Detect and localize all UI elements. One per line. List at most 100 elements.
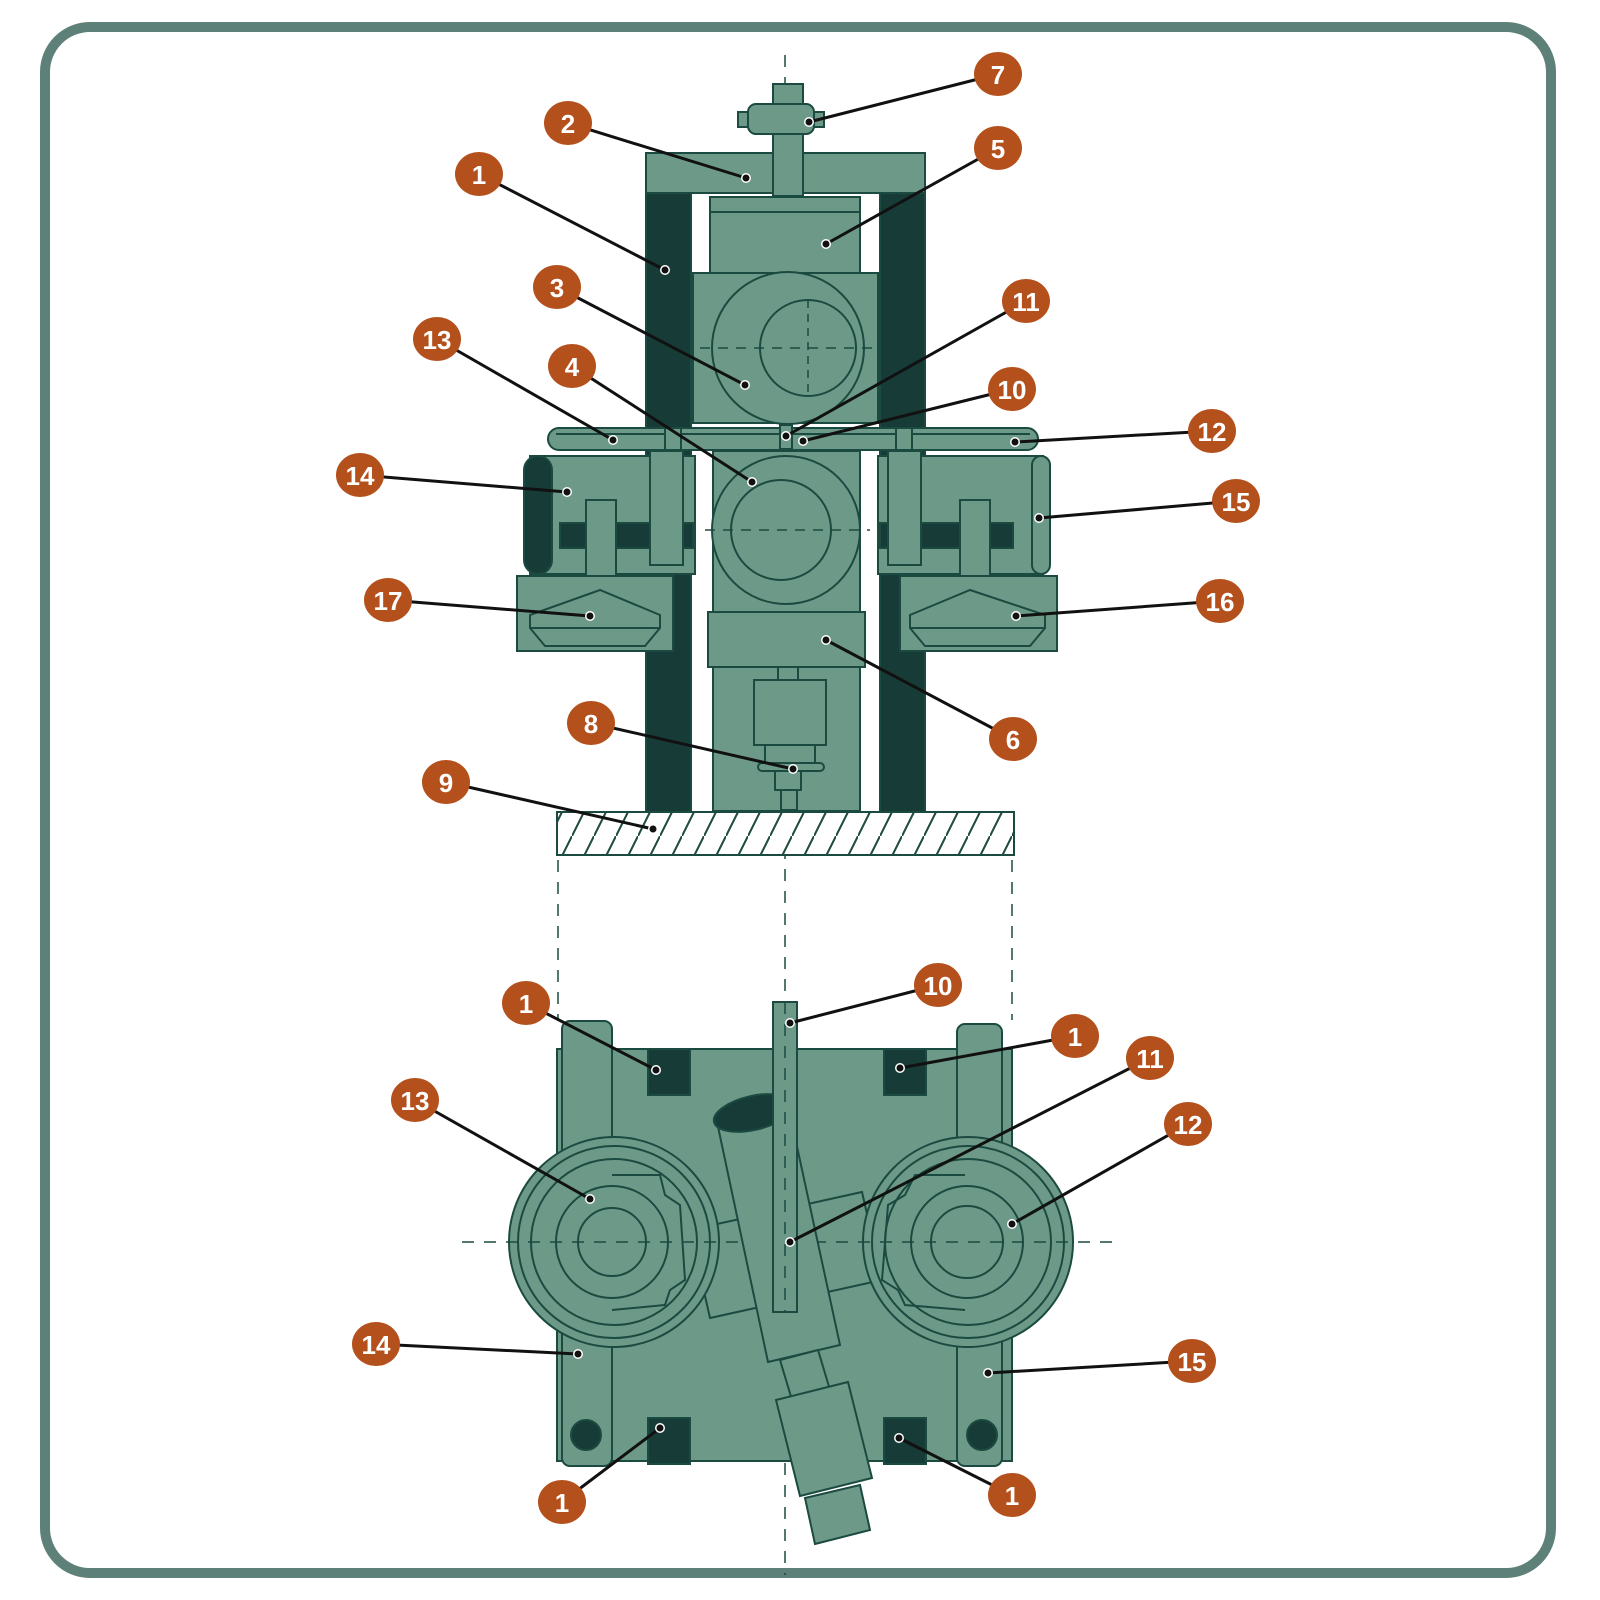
callout-leader-line bbox=[359, 473, 568, 494]
callout-badge bbox=[1196, 579, 1244, 623]
adjusting-screw bbox=[772, 83, 804, 197]
upper-block bbox=[709, 196, 861, 274]
top-view-callout: 17 bbox=[364, 578, 595, 622]
callout-badge bbox=[548, 344, 596, 388]
callout-leader-line bbox=[1038, 499, 1237, 520]
callout-number: 10 bbox=[924, 971, 953, 1001]
callout-anchor-dot bbox=[661, 266, 669, 274]
callout-anchor-dot bbox=[748, 478, 756, 486]
callout-anchor-dot bbox=[782, 432, 790, 440]
callout-number: 15 bbox=[1178, 1347, 1207, 1377]
callout-number: 9 bbox=[439, 768, 453, 798]
bottom-view-callout: 1 bbox=[538, 1423, 665, 1524]
bottom-view-callout: 1 bbox=[894, 1433, 1036, 1517]
callout-anchor-dot bbox=[742, 174, 750, 182]
callout-anchor-dot bbox=[741, 381, 749, 389]
bottom-view-callout: 11 bbox=[785, 1036, 1174, 1247]
callout-anchor-dot bbox=[822, 636, 830, 644]
top-view-callout: 15 bbox=[1034, 479, 1260, 523]
callout-badge bbox=[974, 126, 1022, 170]
callout-badge bbox=[974, 52, 1022, 96]
callout-number: 16 bbox=[1206, 587, 1235, 617]
callout-anchor-dot bbox=[652, 1066, 660, 1074]
callout-leader-line bbox=[387, 598, 591, 618]
callout-number: 8 bbox=[584, 709, 598, 739]
callout-leader-line bbox=[1014, 429, 1213, 444]
callout-badge bbox=[988, 367, 1036, 411]
callout-number: 13 bbox=[401, 1086, 430, 1116]
bottom-view-callout: 1 bbox=[502, 981, 661, 1075]
callout-anchor-dot bbox=[586, 612, 594, 620]
callout-leader-line bbox=[375, 1342, 579, 1356]
callout-anchor-dot bbox=[656, 1424, 664, 1432]
callout-anchor-dot bbox=[574, 1350, 582, 1358]
callout-badge bbox=[352, 1322, 400, 1366]
top-view-callout: 1 bbox=[455, 152, 670, 275]
callout-leader-line bbox=[567, 121, 747, 180]
callout-anchor-dot bbox=[789, 765, 797, 773]
callout-anchor-dot bbox=[896, 1064, 904, 1072]
callout-number: 2 bbox=[561, 109, 575, 139]
callout-badge bbox=[544, 101, 592, 145]
top-view-callout: 6 bbox=[821, 635, 1037, 761]
callout-anchor-dot bbox=[1011, 438, 1019, 446]
callout-number: 11 bbox=[1136, 1044, 1164, 1074]
callout-anchor-dot bbox=[563, 488, 571, 496]
callout-badge bbox=[1168, 1339, 1216, 1383]
callout-leader-line bbox=[987, 1359, 1193, 1375]
callout-anchor-dot bbox=[1035, 514, 1043, 522]
callout-badge bbox=[538, 1480, 586, 1524]
callout-leader-line bbox=[1011, 1122, 1189, 1226]
callout-number: 7 bbox=[991, 60, 1005, 90]
callout-badge bbox=[364, 578, 412, 622]
top-view-callout: 9 bbox=[422, 760, 658, 834]
callout-badge bbox=[1051, 1014, 1099, 1058]
callout-leader-line bbox=[825, 146, 999, 246]
callout-number: 1 bbox=[1005, 1481, 1019, 1511]
top-view-callout: 10 bbox=[798, 367, 1036, 446]
bottom-view-callout: 15 bbox=[983, 1339, 1216, 1383]
callout-badge bbox=[914, 963, 962, 1007]
callout-leader-line bbox=[785, 299, 1027, 438]
column-section-bl bbox=[647, 1417, 691, 1465]
callout-leader-line bbox=[802, 387, 1013, 443]
top-view-callout: 13 bbox=[413, 317, 618, 445]
callout-badge bbox=[502, 981, 550, 1025]
callout-badge bbox=[1212, 479, 1260, 523]
callout-leader-line bbox=[825, 638, 1014, 741]
callout-leader-line bbox=[571, 364, 753, 484]
column-section-tr bbox=[883, 1048, 927, 1096]
top-view-callout: 3 bbox=[533, 265, 750, 390]
callout-badge bbox=[1126, 1036, 1174, 1080]
callout-number: 13 bbox=[423, 325, 452, 355]
callout-number: 1 bbox=[519, 989, 533, 1019]
callout-leader-line bbox=[414, 1098, 591, 1201]
callout-badge bbox=[989, 717, 1037, 761]
top-view-callout: 16 bbox=[1011, 579, 1244, 623]
top-view-callout: 12 bbox=[1010, 409, 1236, 453]
callout-anchor-dot bbox=[649, 825, 657, 833]
callout-number: 1 bbox=[555, 1488, 569, 1518]
callout-leader-line bbox=[436, 337, 614, 442]
callout-anchor-dot bbox=[822, 240, 830, 248]
callout-anchor-dot bbox=[799, 437, 807, 445]
top-view bbox=[516, 55, 1058, 1575]
callout-number: 6 bbox=[1006, 725, 1020, 755]
top-view-callout: 2 bbox=[544, 101, 751, 183]
callout-badge bbox=[422, 760, 470, 804]
callout-badge bbox=[1188, 409, 1236, 453]
callout-anchor-dot bbox=[1008, 1220, 1016, 1228]
callout-number: 4 bbox=[565, 352, 580, 382]
callout-anchor-dot bbox=[984, 1369, 992, 1377]
callout-badge bbox=[988, 1473, 1036, 1517]
callout-leader-line bbox=[808, 72, 999, 124]
screw-washer bbox=[747, 103, 815, 135]
callout-anchor-dot bbox=[786, 1019, 794, 1027]
callout-number: 14 bbox=[346, 461, 375, 491]
bottom-view-callout: 10 bbox=[785, 963, 962, 1028]
motor-body bbox=[774, 1380, 874, 1498]
callout-number: 17 bbox=[374, 586, 403, 616]
callout-leader-line bbox=[1015, 599, 1221, 618]
